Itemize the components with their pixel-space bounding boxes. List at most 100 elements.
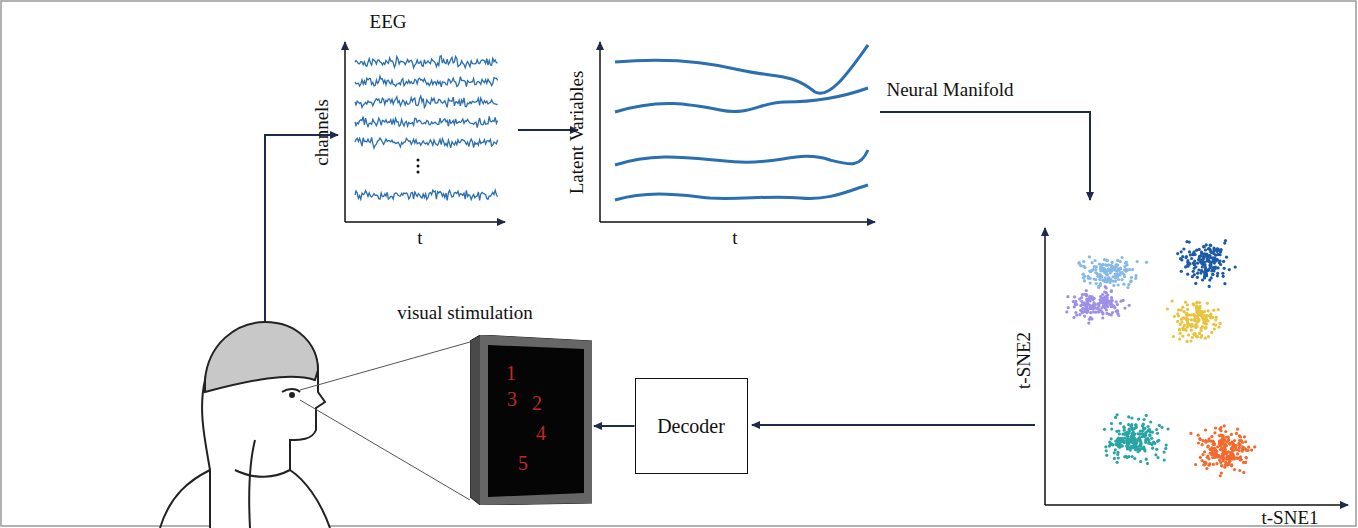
- scatter-point: [1230, 453, 1233, 456]
- scatter-point: [1123, 455, 1126, 458]
- scatter-point: [1144, 439, 1147, 442]
- scatter-point: [1194, 463, 1197, 466]
- scatter-point: [1145, 458, 1148, 461]
- scatter-point: [1184, 317, 1187, 320]
- scatter-point: [1105, 312, 1108, 315]
- scatter-point: [1182, 328, 1185, 331]
- scatter-point: [1087, 276, 1090, 279]
- scatter-point: [1225, 452, 1228, 455]
- scatter-point: [1196, 307, 1199, 310]
- scatter-point: [1139, 440, 1142, 443]
- scatter-point: [1122, 439, 1125, 442]
- scatter-point: [1220, 464, 1223, 467]
- scatter-point: [1107, 263, 1110, 266]
- scatter-point: [1105, 308, 1108, 311]
- scatter-point: [1075, 314, 1078, 317]
- scatter-point: [1207, 268, 1210, 271]
- scatter-point: [1220, 471, 1223, 474]
- scatter-point: [1193, 262, 1196, 265]
- scatter-point: [1130, 276, 1133, 279]
- scatter-point: [1207, 309, 1210, 312]
- scatter-point: [1147, 439, 1150, 442]
- scatter-point: [1180, 258, 1183, 261]
- scatter-point: [1110, 268, 1113, 271]
- scatter-point: [1085, 293, 1088, 296]
- scatter-point: [1185, 255, 1188, 258]
- scatter-point: [1195, 335, 1198, 338]
- scatter-point: [1204, 327, 1207, 330]
- scatter-point: [1219, 250, 1222, 253]
- scatter-point: [1201, 278, 1204, 281]
- scatter-point: [1096, 275, 1099, 278]
- scatter-point: [1247, 446, 1250, 449]
- scatter-point: [1171, 300, 1174, 303]
- target-number: 2: [532, 393, 542, 413]
- scatter-point: [1207, 445, 1210, 448]
- scatter-point: [1210, 435, 1213, 438]
- scatter-point: [1219, 322, 1222, 325]
- scatter-point: [1148, 433, 1151, 436]
- scatter-point: [1197, 320, 1200, 323]
- scatter-point: [1147, 442, 1150, 445]
- scatter-point: [1234, 446, 1237, 449]
- scatter-point: [1218, 443, 1221, 446]
- scatter-point: [1188, 241, 1191, 244]
- scatter-point: [1191, 336, 1194, 339]
- scatter-point: [1115, 263, 1118, 266]
- scatter-point: [1110, 289, 1113, 292]
- tsne-axes: [1045, 228, 1348, 505]
- tsne-scatter: [1065, 239, 1256, 477]
- scatter-point: [1206, 269, 1209, 272]
- scatter-point: [1196, 335, 1199, 338]
- scatter-point: [1212, 463, 1215, 466]
- scatter-point: [1187, 313, 1190, 316]
- scatter-point: [1206, 302, 1209, 305]
- scatter-point: [1199, 456, 1202, 459]
- scatter-point: [1215, 250, 1218, 253]
- scatter-point: [1221, 434, 1224, 437]
- scatter-point: [1088, 304, 1091, 307]
- screen-outline: [470, 335, 592, 505]
- scatter-point: [1197, 441, 1200, 444]
- scatter-point: [1148, 434, 1151, 437]
- scatter-point: [1214, 318, 1217, 321]
- scatter-point: [1142, 429, 1145, 432]
- scatter-point: [1104, 295, 1107, 298]
- scatter-point: [1223, 424, 1226, 427]
- axis-label: Latent Variables: [568, 70, 589, 194]
- scatter-point: [1096, 307, 1099, 310]
- scatter-point: [1200, 329, 1203, 332]
- axis-label: t-SNE1: [1262, 508, 1319, 528]
- scatter-point: [1219, 250, 1222, 253]
- scatter-point: [1123, 307, 1126, 310]
- scatter-point: [1227, 438, 1230, 441]
- scatter-point: [1176, 320, 1179, 323]
- scatter-point: [1226, 455, 1229, 458]
- scatter-point: [1192, 302, 1195, 305]
- scatter-point: [1136, 432, 1139, 435]
- scatter-point: [1132, 434, 1135, 437]
- scatter-point: [1095, 282, 1098, 285]
- scatter-point: [1214, 254, 1217, 257]
- scatter-point: [1109, 443, 1112, 446]
- scatter-point: [1158, 424, 1161, 427]
- scatter-point: [1219, 426, 1222, 429]
- scatter-point: [1203, 245, 1206, 248]
- scatter-point: [1163, 451, 1166, 454]
- scatter-point: [1067, 306, 1070, 309]
- flow-arrow: [880, 112, 1090, 200]
- scatter-point: [1178, 328, 1181, 331]
- scatter-point: [1206, 445, 1209, 448]
- scatter-point: [1102, 279, 1105, 282]
- scatter-point: [1139, 444, 1142, 447]
- scatter-point: [1143, 449, 1146, 452]
- scatter-point: [1212, 269, 1215, 272]
- scatter-point: [1131, 455, 1134, 458]
- scatter-point: [1204, 439, 1207, 442]
- scatter-point: [1238, 446, 1241, 449]
- scatter-point: [1238, 443, 1241, 446]
- scatter-point: [1163, 459, 1166, 462]
- scatter-point: [1239, 435, 1242, 438]
- scatter-point: [1103, 428, 1106, 431]
